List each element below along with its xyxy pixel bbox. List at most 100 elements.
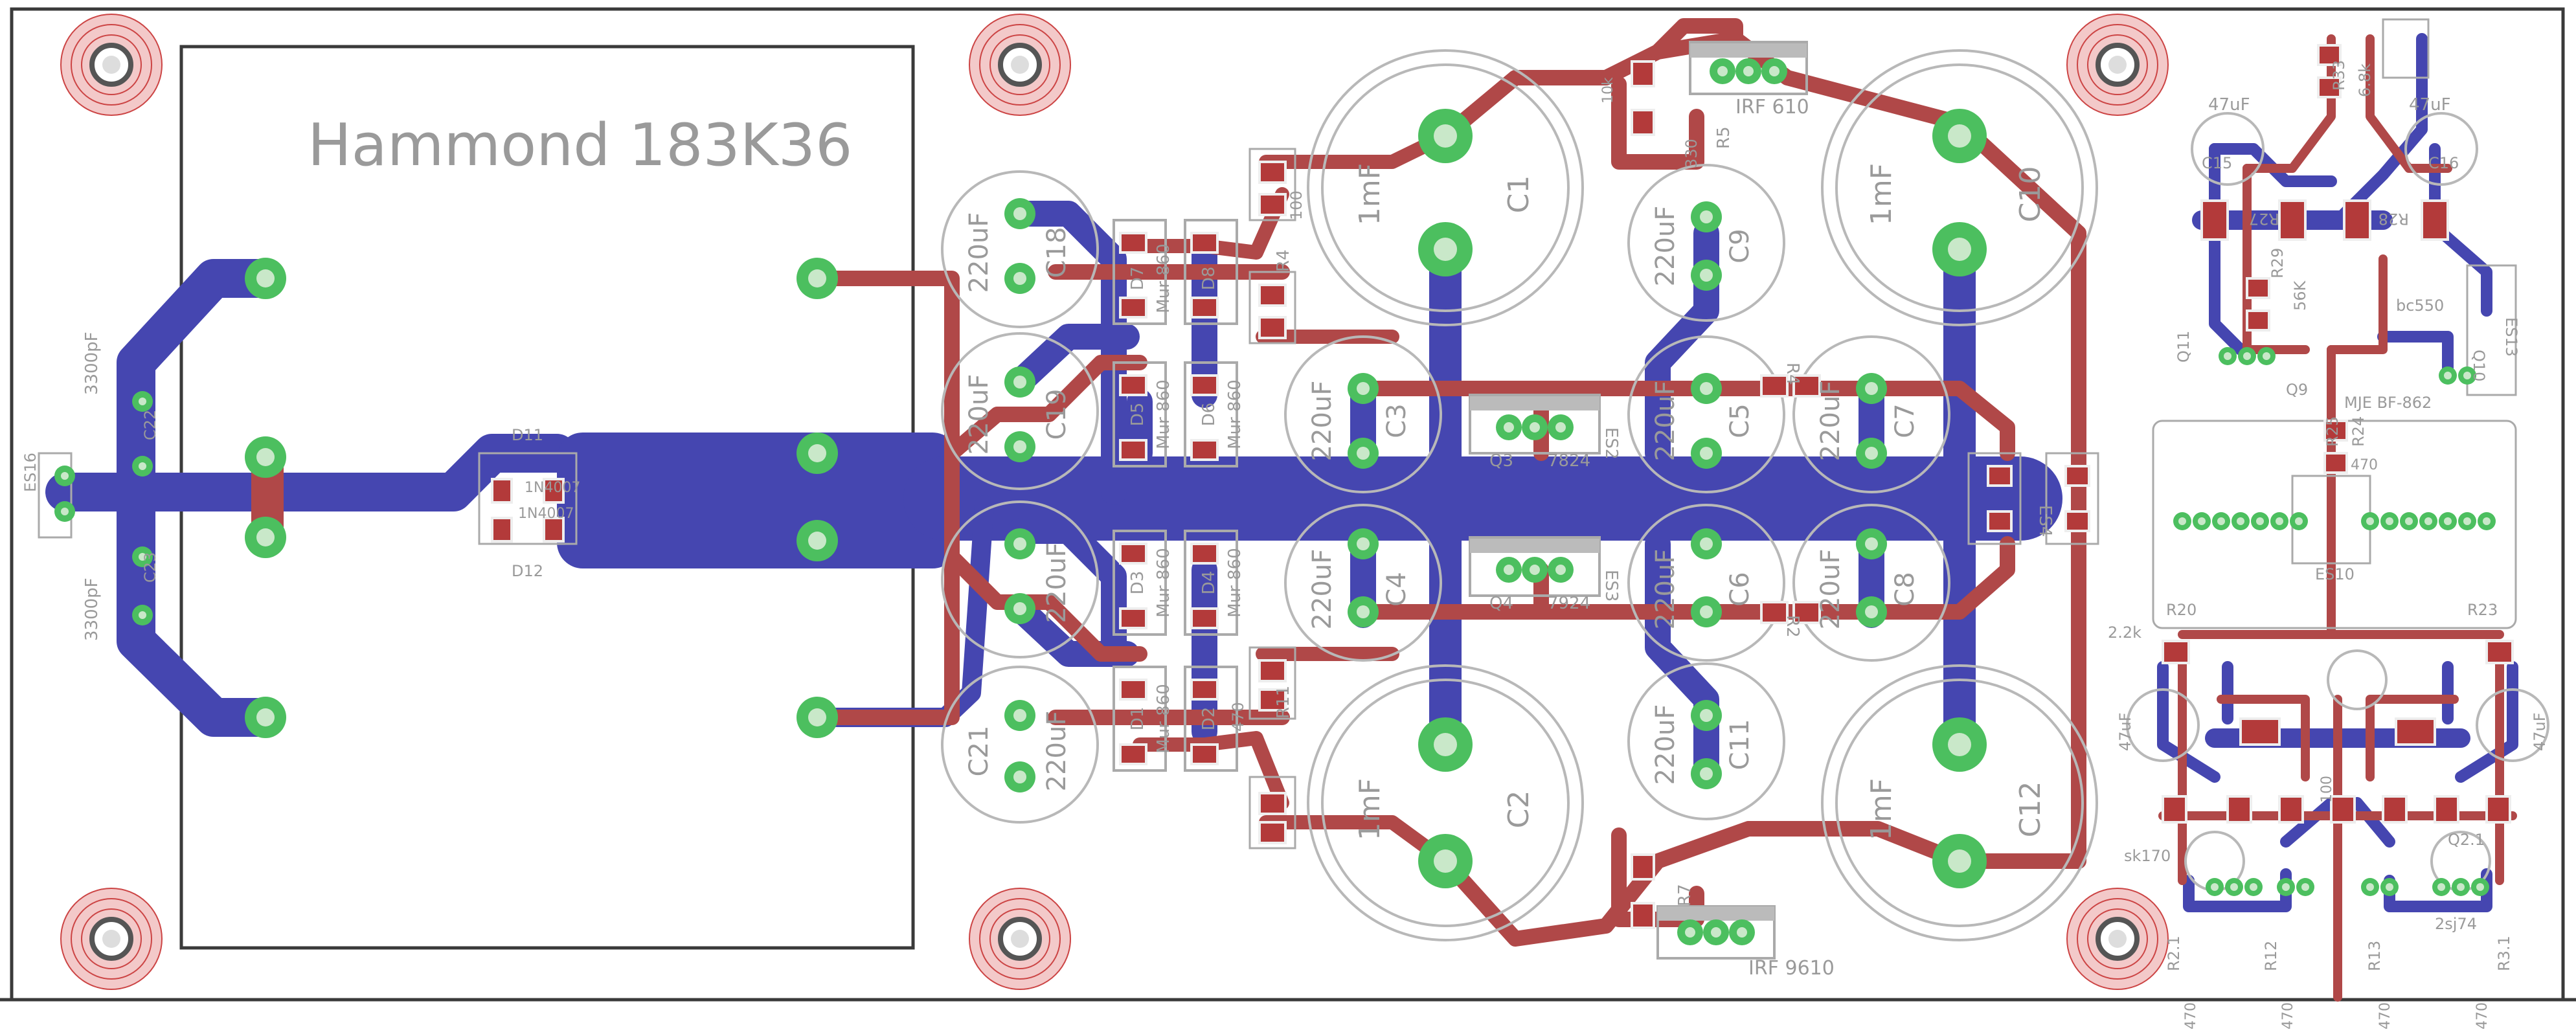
bottom-trace [2455, 661, 2518, 783]
c21-value: 220uF [1042, 711, 1072, 792]
top-trace [1133, 187, 1289, 260]
c6-label: C6 [1725, 572, 1755, 606]
diode-d8-body [1184, 219, 1238, 325]
cap-c1-outline [1307, 49, 1584, 326]
mosfet-top-body [1689, 41, 1808, 95]
diode-d5-body [1113, 361, 1167, 467]
c3-label: C3 [1382, 403, 1412, 438]
top-trace [1611, 76, 1704, 170]
r11-label: R11 [1274, 686, 1293, 719]
sk170-label: sk170 [2124, 847, 2171, 865]
cap-c21-outline [941, 666, 1099, 824]
silkscreen-labels: 1mF C1 1mF C2 1mF C10 1mF C12 220uF C18 … [21, 60, 2549, 1029]
cap-c11-outline [1627, 662, 1785, 820]
c11-value: 220uF [1651, 704, 1680, 785]
q4-part: 7924 [1548, 594, 1590, 613]
top-trace [2217, 695, 2310, 781]
d1-part: Mur 860 [1154, 684, 1173, 754]
c7-label: C7 [1890, 403, 1920, 438]
r23-label: R23 [2467, 601, 2498, 619]
c19-value: 220uF [964, 374, 994, 455]
d4-label: D4 [1199, 571, 1219, 595]
bottom-trace [2377, 331, 2454, 381]
q11-label: Q11 [2175, 331, 2193, 363]
r28-label: R28 [2378, 210, 2409, 228]
cap-c20-outline [941, 500, 1099, 658]
bottom-trace [2351, 797, 2395, 848]
r470-c: 470 [2377, 1002, 2393, 1029]
c23-label: C23 [141, 552, 159, 583]
q9-label: Q9 [2286, 381, 2308, 399]
c6-value: 220uF [1651, 549, 1680, 630]
r2-label: R2 [1783, 615, 1802, 638]
cap-c4-outline [1284, 504, 1442, 662]
mounting-hole-icon [60, 888, 163, 990]
q10-label: Q10 [2470, 350, 2488, 381]
d5-label: D5 [1128, 403, 1147, 427]
cap-c2-outline [1307, 664, 1584, 941]
cap-c7-outline [1792, 335, 1950, 493]
ground-bus [557, 433, 958, 568]
c8-label: C8 [1890, 572, 1920, 606]
c1-value: 1mF [1353, 163, 1386, 225]
d6-label: D6 [1199, 403, 1219, 427]
regulator-q4-body [1469, 536, 1601, 597]
diode-d2-body [1184, 666, 1238, 772]
sj74-label: 2sj74 [2435, 915, 2477, 933]
cap-3300pf-top: 3300pF [82, 332, 102, 395]
r3-1-label: R3.1 [2495, 936, 2513, 971]
r3-label: R4 [1274, 249, 1293, 272]
top-trace [2366, 34, 2452, 173]
mounting-hole-icon [2066, 14, 2169, 116]
top-trace [1133, 731, 1289, 810]
c2-value: 1mF [1353, 778, 1386, 840]
c9-label: C9 [1725, 229, 1755, 263]
r4-label: R4 [1783, 363, 1802, 385]
es4-label: ES4 [2035, 505, 2055, 537]
smd-pads [491, 44, 2514, 929]
mounting-holes [60, 14, 2169, 990]
r56k-label: 56K [2291, 280, 2309, 311]
through-hole-pads [54, 58, 2496, 945]
diode-d7-body [1113, 219, 1167, 325]
q3-part: 7824 [1548, 451, 1590, 471]
c18-label: C18 [1042, 227, 1072, 278]
top-trace [809, 271, 960, 519]
r100-label: 100 [1287, 190, 1305, 220]
r330-label: 330 [1682, 139, 1700, 168]
q3-label: Q3 [1489, 451, 1513, 471]
d2-label: D2 [1199, 707, 1219, 731]
r2-1-label: R2.1 [2165, 936, 2183, 971]
diode-part-bottom: 1N4007 [518, 506, 574, 522]
c16-label: C16 [2428, 154, 2459, 172]
bottom-trace [2157, 661, 2220, 783]
r24-value: 470 [2351, 457, 2378, 473]
bottom-trace [1645, 531, 1719, 783]
diode-d3-body [1113, 530, 1167, 636]
top-trace [1355, 536, 2015, 620]
cap-c10-outline [1821, 49, 2098, 326]
d8-label: D8 [1199, 267, 1219, 291]
c12-value: 1mF [1865, 778, 1898, 840]
es2-label: ES2 [1601, 427, 1621, 459]
r13-label: R13 [2366, 941, 2384, 971]
bottom-trace [1007, 324, 1140, 395]
mosfet-bottom-part: IRF 9610 [1748, 957, 1835, 980]
d7-label: D7 [1128, 267, 1147, 291]
cap-c19-outline [941, 332, 1099, 490]
d11-label: D11 [512, 426, 543, 444]
r470-b: 470 [2280, 1002, 2296, 1029]
c4-label: C4 [1382, 572, 1412, 606]
cap-3300pf-bottom: 3300pF [82, 578, 102, 641]
cap-c16-outline [2404, 112, 2478, 186]
d12-label: D12 [512, 562, 543, 580]
c21-label: C21 [964, 726, 994, 777]
diode-d1-body [1113, 666, 1167, 772]
diode-part-top: 1N4007 [525, 480, 580, 496]
regulator-q3-body [1469, 394, 1601, 455]
cap-c9-outline [1627, 164, 1785, 322]
c1-label: C1 [1502, 175, 1535, 214]
top-trace [1650, 18, 1743, 60]
r470-label: 470 [1229, 702, 1247, 732]
c9-value: 220uF [1651, 206, 1680, 287]
